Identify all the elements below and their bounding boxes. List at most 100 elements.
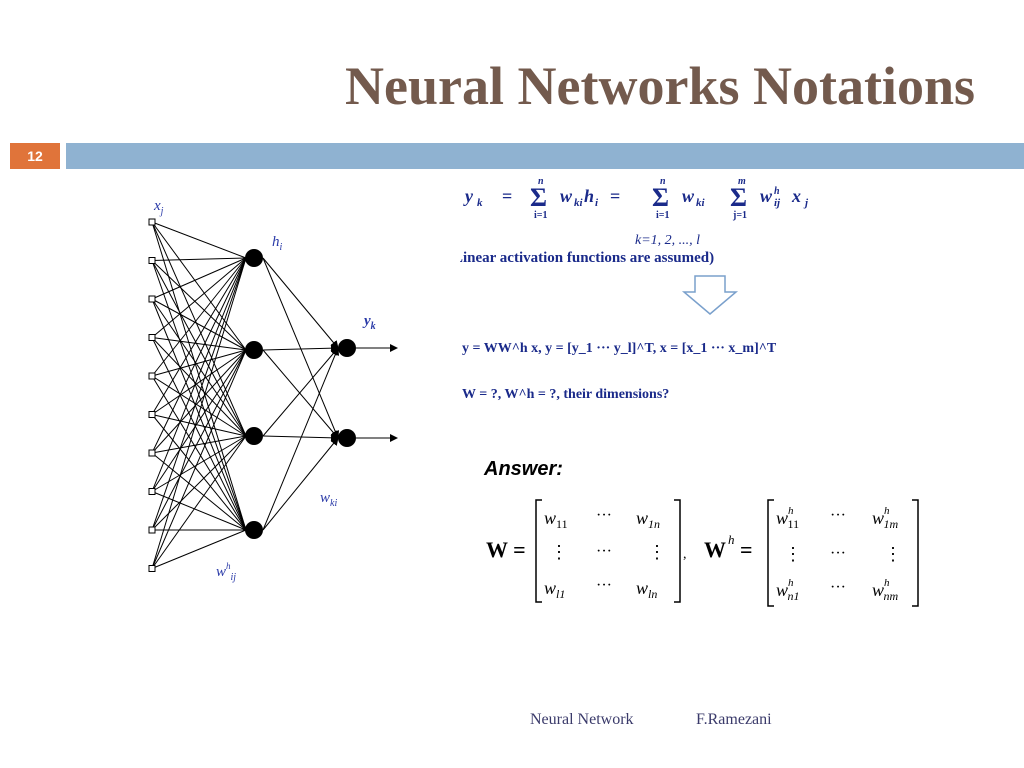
vector-form-equation: y = WW^h x, y = [y_1 ··· y_l]^T, x = [x_… [462, 341, 777, 356]
svg-text:x: x [791, 186, 801, 206]
edge-input-hidden [151, 452, 247, 531]
label-whij: whij [216, 561, 236, 583]
input-node [148, 334, 156, 341]
svg-text:wln: wln [636, 578, 657, 601]
edge-hidden-output [262, 257, 339, 349]
edge-input-hidden [151, 337, 247, 351]
edge-hidden-output [262, 347, 339, 437]
edge-input-hidden [151, 414, 247, 437]
edge-input-hidden [151, 435, 247, 454]
input-node [148, 565, 156, 572]
input-node [148, 218, 156, 226]
slide-number: 12 [10, 143, 60, 169]
edge-input-hidden [151, 349, 247, 377]
edge-hidden-output [262, 437, 339, 531]
svg-text:n: n [538, 176, 544, 187]
svg-text:i: i [595, 197, 599, 209]
edge-input-hidden [151, 349, 247, 454]
svg-text:W: W [704, 537, 726, 562]
svg-text:h: h [584, 186, 594, 206]
label-yk: yk [362, 313, 376, 332]
svg-text:h: h [774, 186, 780, 197]
svg-text:Σ: Σ [730, 183, 747, 212]
svg-text:⋮: ⋮ [784, 544, 802, 564]
network-diagram: xj hi yk wki whij [148, 198, 398, 583]
edge-input-hidden [151, 491, 247, 531]
svg-text:wl1: wl1 [544, 578, 565, 601]
edge-input-hidden [151, 298, 247, 437]
svg-text:m: m [738, 176, 746, 187]
input-node [148, 411, 156, 418]
footer-author: F.Ramezani [696, 711, 772, 728]
svg-text:w: w [682, 186, 695, 206]
svg-text:y: y [463, 186, 474, 206]
edge-input-hidden [151, 349, 247, 492]
edge-input-hidden [151, 375, 247, 531]
svg-text:h: h [728, 532, 735, 547]
edge-input-hidden [151, 221, 247, 437]
question-equation: W = ?, W^h = ?, their dimensions? [462, 387, 669, 402]
svg-text:···: ··· [830, 579, 846, 596]
input-node [148, 449, 156, 457]
svg-text:=: = [502, 186, 512, 206]
svg-text:=: = [740, 537, 753, 562]
hidden-node [245, 341, 263, 359]
edge-input-hidden [151, 257, 247, 300]
edge-input-hidden [151, 349, 247, 569]
svg-text:=: = [610, 186, 620, 206]
edge-input-hidden [151, 257, 247, 415]
edge-input-hidden [151, 257, 247, 531]
edge-input-hidden [151, 298, 247, 351]
edge-input-hidden [151, 257, 247, 338]
edge-input-hidden [151, 414, 247, 531]
svg-text:W =: W = [486, 537, 526, 562]
edge-hidden-output [262, 347, 340, 531]
answer-matrices: W = w11 ··· w1n ⋮ ··· ⋮ wl1 ··· wln , W … [486, 499, 919, 607]
svg-text:⋮: ⋮ [550, 542, 568, 562]
svg-text:j=1: j=1 [732, 210, 747, 221]
edge-input-hidden [151, 257, 247, 261]
svg-text:Σ: Σ [530, 183, 547, 212]
svg-text:⋮: ⋮ [648, 542, 666, 562]
edge-input-hidden [151, 260, 247, 351]
svg-text:i=1: i=1 [656, 210, 669, 221]
svg-text:···: ··· [596, 543, 612, 560]
edge-input-hidden [151, 221, 247, 259]
svg-text:···: ··· [830, 507, 846, 524]
input-node [148, 526, 156, 534]
svg-text:i=1: i=1 [534, 210, 547, 221]
svg-text:···: ··· [830, 545, 846, 562]
label-wki: wki [320, 490, 337, 509]
edge-input-hidden [151, 349, 247, 531]
edge-input-hidden [151, 435, 247, 531]
k-range: k=1, 2, ..., l [635, 233, 700, 248]
hidden-node [245, 427, 263, 445]
input-node [148, 295, 156, 303]
svg-text:···: ··· [596, 507, 612, 524]
svg-text:ki: ki [574, 197, 584, 209]
svg-text:⋮: ⋮ [884, 544, 902, 564]
edge-input-hidden [151, 221, 247, 351]
edge-input-hidden [151, 337, 247, 437]
hidden-node [245, 521, 263, 539]
assumption-text: (Linear activation functions are assumed… [460, 250, 714, 266]
down-arrow-icon [681, 275, 739, 315]
question-text: W = ?, W^h = ?, their dimensions? [462, 387, 669, 402]
network-nodes [148, 218, 356, 572]
edge-input-hidden [151, 257, 247, 492]
output-node [338, 429, 356, 447]
edge-input-hidden [151, 435, 247, 492]
answer-label: Answer: [484, 458, 563, 480]
edge-hidden-output [262, 344, 339, 353]
svg-text:w: w [760, 186, 773, 206]
network-edges [151, 221, 398, 569]
output-node [338, 339, 356, 357]
edge-input-hidden [151, 435, 247, 569]
svg-text:w11: w11 [544, 508, 568, 531]
hidden-node [245, 249, 263, 267]
header-bar [66, 143, 1024, 169]
svg-text:ki: ki [696, 197, 706, 209]
